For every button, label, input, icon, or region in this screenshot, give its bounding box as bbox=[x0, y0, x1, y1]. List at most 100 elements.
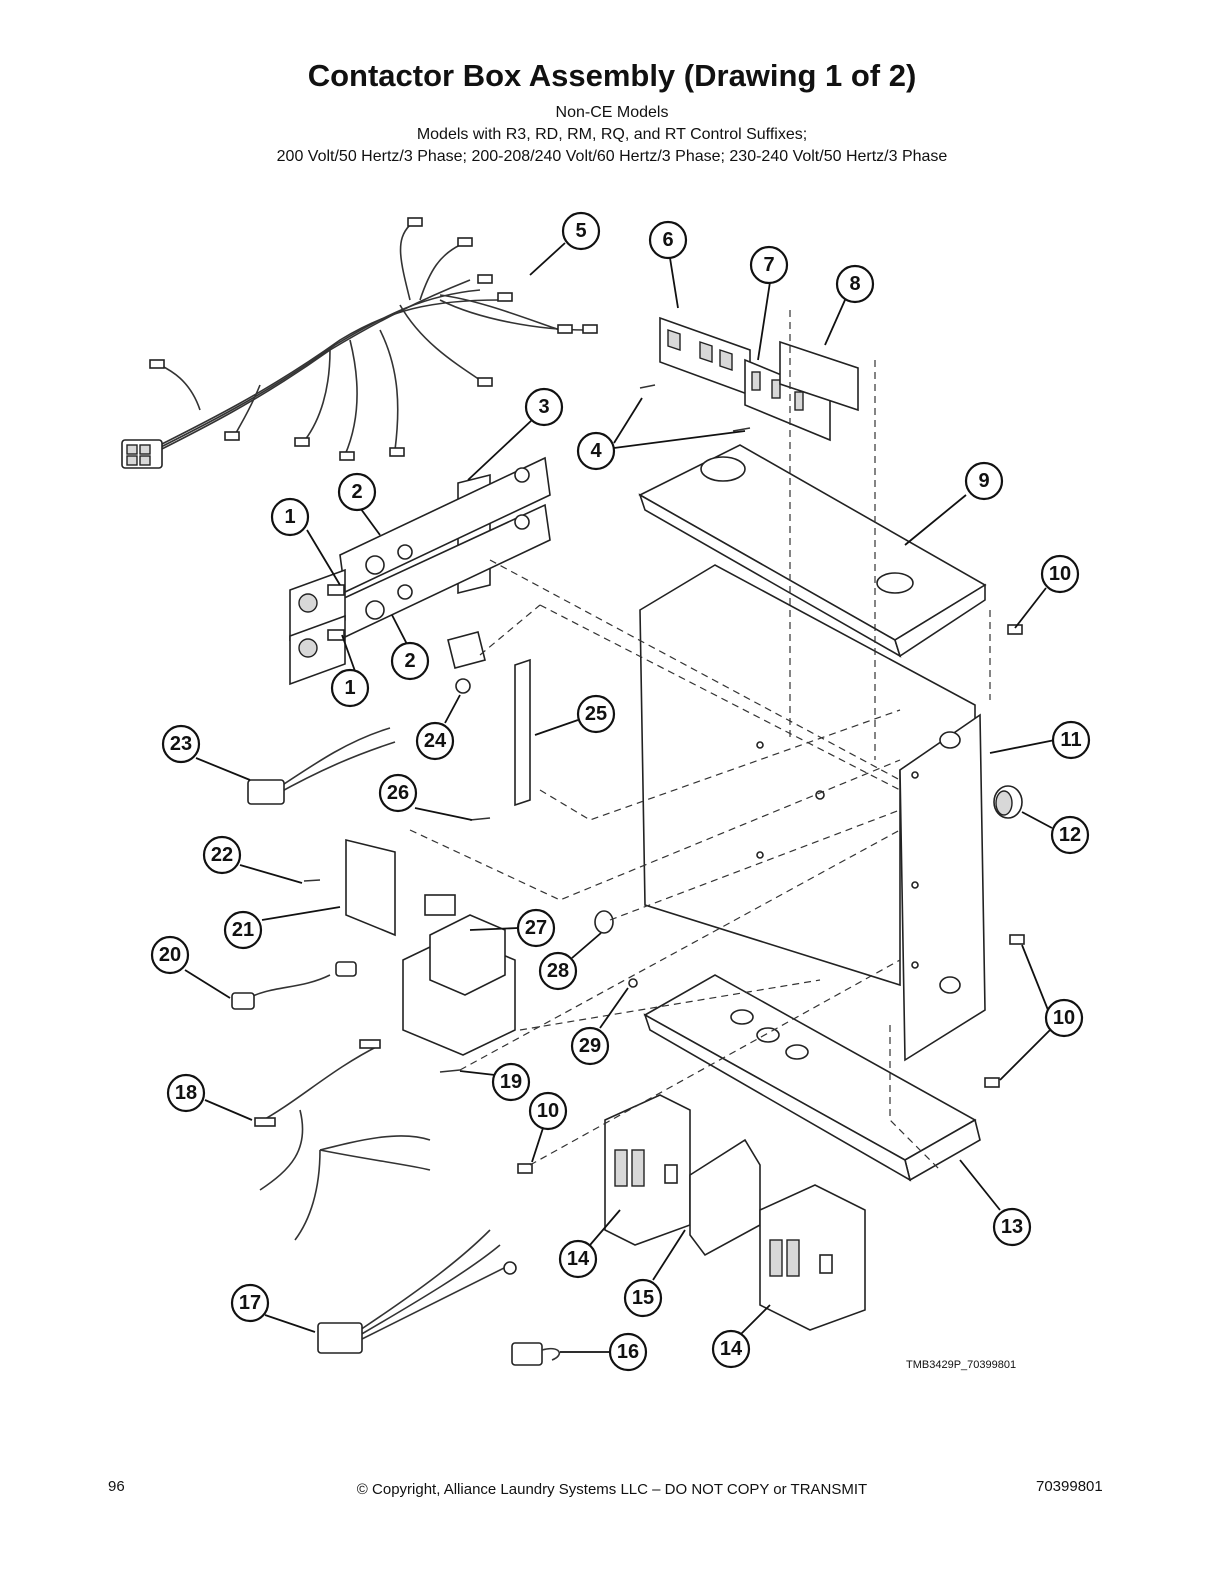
callout-20: 20 bbox=[150, 935, 190, 975]
terminal-block-part-7 bbox=[744, 358, 831, 442]
terminal-block-part-6 bbox=[659, 316, 751, 397]
contactor-part-14-right bbox=[759, 1184, 866, 1331]
subtitle-models: Non-CE Models bbox=[555, 104, 669, 121]
svg-text:18: 18 bbox=[175, 1082, 197, 1104]
svg-text:14: 14 bbox=[720, 1338, 743, 1360]
svg-text:9: 9 bbox=[978, 470, 989, 492]
assembly-dashed-lines bbox=[409, 310, 991, 1171]
svg-text:27: 27 bbox=[525, 917, 547, 939]
screws-parts-10-19-22-26 bbox=[303, 384, 1025, 1174]
mounting-plate-part-8 bbox=[779, 340, 859, 412]
svg-text:28: 28 bbox=[547, 960, 569, 982]
leader-lines bbox=[184, 242, 1056, 1353]
svg-text:20: 20 bbox=[159, 944, 181, 966]
callout-10-bottom: 10 bbox=[528, 1091, 568, 1131]
contactor-box-panel-part-11 bbox=[639, 564, 986, 1062]
callout-7: 7 bbox=[749, 245, 789, 285]
svg-text:12: 12 bbox=[1059, 824, 1081, 846]
switch-part-24 bbox=[447, 631, 486, 694]
svg-text:2: 2 bbox=[351, 481, 362, 503]
callout-14-left: 14 bbox=[558, 1239, 598, 1279]
callout-12: 12 bbox=[1050, 815, 1090, 855]
callout-2-upper: 2 bbox=[337, 472, 377, 512]
wire-harness-part-20 bbox=[231, 961, 357, 1010]
svg-text:29: 29 bbox=[579, 1035, 601, 1057]
grommet-part-28 bbox=[594, 910, 614, 934]
page-title: Contactor Box Assembly (Drawing 1 of 2) bbox=[307, 58, 917, 93]
svg-text:25: 25 bbox=[585, 703, 607, 725]
callout-4: 4 bbox=[576, 431, 616, 471]
callout-25: 25 bbox=[576, 694, 616, 734]
svg-text:2: 2 bbox=[404, 650, 415, 672]
wire-harness-part-5 bbox=[121, 217, 598, 469]
svg-text:13: 13 bbox=[1001, 1216, 1023, 1238]
wire-harness-part-17 bbox=[317, 1229, 517, 1354]
svg-text:5: 5 bbox=[575, 220, 586, 242]
bottom-tray-part-13 bbox=[643, 974, 981, 1182]
svg-text:6: 6 bbox=[662, 229, 673, 251]
svg-text:8: 8 bbox=[849, 273, 860, 295]
callout-8: 8 bbox=[835, 264, 875, 304]
screw-part-29 bbox=[628, 978, 638, 988]
svg-text:7: 7 bbox=[763, 254, 774, 276]
callout-9: 9 bbox=[964, 461, 1004, 501]
svg-text:22: 22 bbox=[211, 844, 233, 866]
callout-14-right: 14 bbox=[711, 1329, 751, 1369]
transformer-part-27 bbox=[402, 894, 516, 1056]
svg-text:10: 10 bbox=[537, 1100, 559, 1122]
wire-harness-part-23 bbox=[247, 727, 396, 805]
svg-text:1: 1 bbox=[344, 677, 355, 699]
svg-text:14: 14 bbox=[567, 1248, 590, 1270]
svg-text:10: 10 bbox=[1049, 563, 1071, 585]
svg-text:26: 26 bbox=[387, 782, 409, 804]
callout-1-lower: 1 bbox=[330, 668, 370, 708]
callout-21: 21 bbox=[223, 910, 263, 950]
terminal-strip-part-25 bbox=[514, 658, 531, 807]
callout-1-upper: 1 bbox=[270, 497, 310, 537]
top-cover-part-9 bbox=[638, 444, 987, 658]
callout-26: 26 bbox=[378, 773, 418, 813]
svg-text:16: 16 bbox=[617, 1341, 639, 1363]
svg-text:11: 11 bbox=[1060, 729, 1081, 751]
callout-16: 16 bbox=[608, 1332, 648, 1372]
callout-27: 27 bbox=[516, 908, 556, 948]
subtitle-control-suffixes: Models with R3, RD, RM, RQ, and RT Contr… bbox=[416, 126, 808, 143]
svg-text:4: 4 bbox=[590, 440, 602, 462]
relay-module-part-21 bbox=[345, 838, 396, 937]
subtitle-voltages: 200 Volt/50 Hertz/3 Phase; 200-208/240 V… bbox=[276, 148, 948, 165]
copyright-notice: © Copyright, Alliance Laundry Systems LL… bbox=[356, 1481, 868, 1498]
svg-text:24: 24 bbox=[424, 730, 447, 752]
callout-15: 15 bbox=[623, 1278, 663, 1318]
callout-17: 17 bbox=[230, 1283, 270, 1323]
svg-text:15: 15 bbox=[632, 1287, 654, 1309]
callout-23: 23 bbox=[161, 724, 201, 764]
callout-11: 11 bbox=[1051, 720, 1091, 760]
callout-2-lower: 2 bbox=[390, 641, 430, 681]
connector-part-16 bbox=[511, 1342, 561, 1366]
svg-text:1: 1 bbox=[284, 506, 295, 528]
callout-13: 13 bbox=[992, 1207, 1032, 1247]
callout-3: 3 bbox=[524, 387, 564, 427]
callout-19: 19 bbox=[491, 1062, 531, 1102]
knob-part-12 bbox=[993, 785, 1023, 819]
wire-harness-part-18 bbox=[254, 1039, 431, 1241]
document-number: 70399801 bbox=[1036, 1478, 1103, 1495]
svg-text:17: 17 bbox=[239, 1292, 261, 1314]
fuse-bracket-part-3 bbox=[289, 456, 551, 686]
din-rail-part-15 bbox=[689, 1138, 761, 1257]
svg-text:21: 21 bbox=[232, 919, 254, 941]
callout-24: 24 bbox=[415, 721, 455, 761]
callout-10-top: 10 bbox=[1040, 554, 1080, 594]
callout-18: 18 bbox=[166, 1073, 206, 1113]
svg-text:19: 19 bbox=[500, 1071, 522, 1093]
svg-text:3: 3 bbox=[538, 396, 549, 418]
callout-29: 29 bbox=[570, 1026, 610, 1066]
callout-22: 22 bbox=[202, 835, 242, 875]
callout-10-right: 10 bbox=[1044, 998, 1084, 1038]
svg-text:10: 10 bbox=[1053, 1007, 1075, 1029]
callout-28: 28 bbox=[538, 951, 578, 991]
page-number: 96 bbox=[108, 1478, 125, 1495]
drawing-id: TMB3429P_70399801 bbox=[906, 1359, 1017, 1371]
contactor-part-14-left bbox=[604, 1094, 691, 1246]
